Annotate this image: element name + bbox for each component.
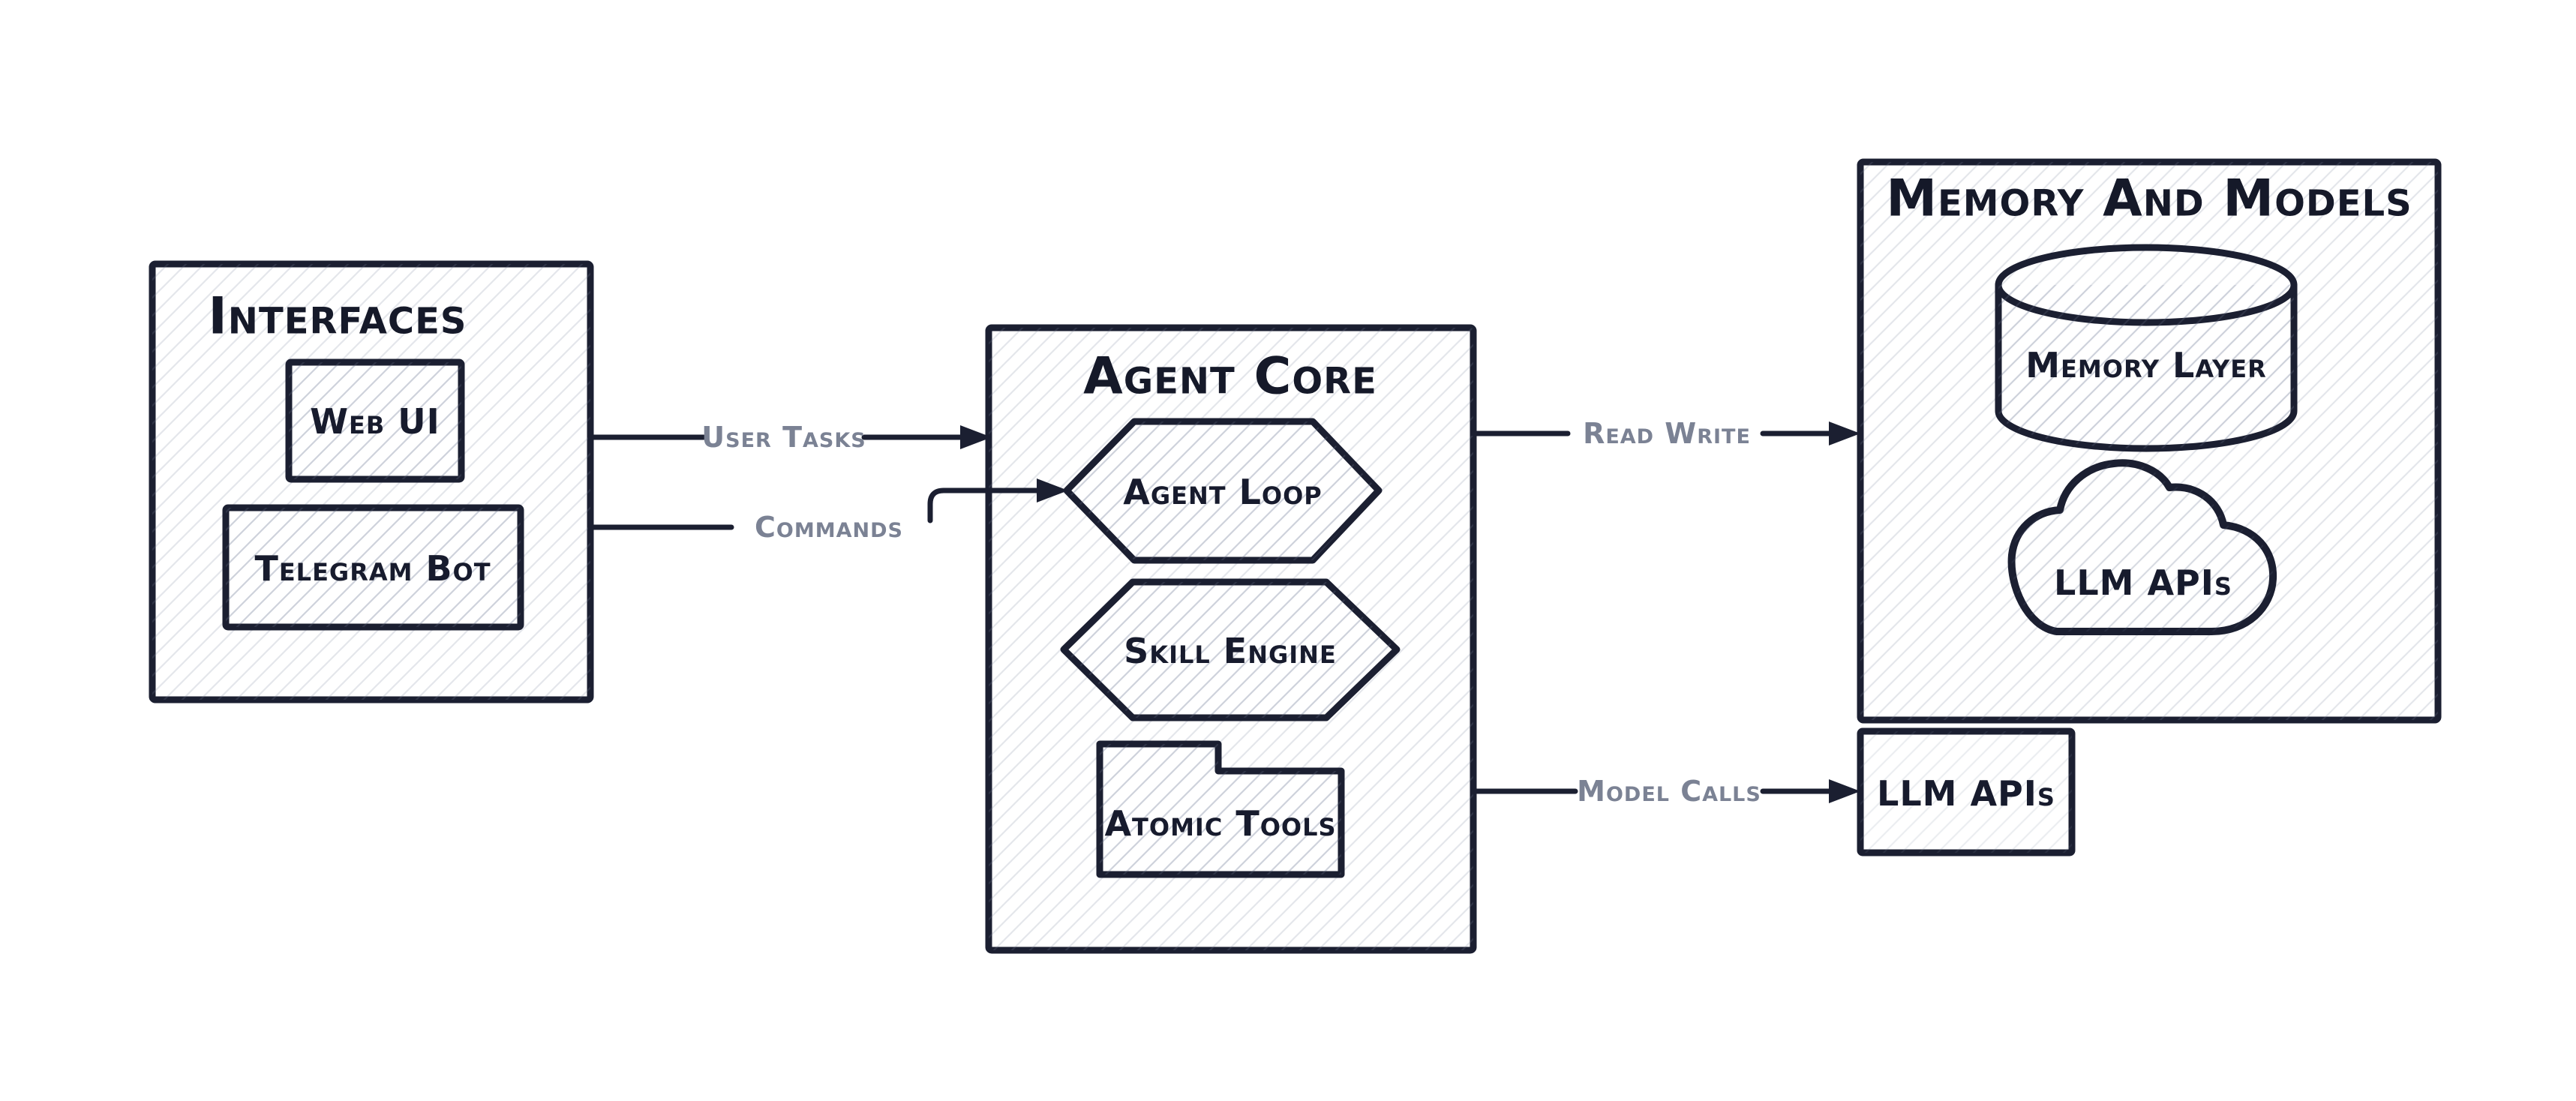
llm-apis-cloud-hatch [2011, 463, 2274, 632]
agent-core-title: Agent Core [1083, 347, 1377, 406]
agent-core-group: Agent Core Agent Loop Skill Engine Atomi… [985, 324, 1477, 954]
edge-model-calls-arrowhead [1829, 779, 1860, 803]
llm-apis-cloud [2007, 459, 2277, 635]
web-ui-label: Web UI [310, 401, 440, 442]
interfaces-group: Interfaces Web UI Telegram Bot [149, 260, 594, 704]
memory-models-group: Memory And Models Memory Layer LLM APIs [1857, 158, 2442, 724]
memory-layer-cylinder-top [1995, 244, 2298, 326]
telegram-bot-label: Telegram Bot [254, 548, 491, 589]
edge-read-write-arrowhead [1829, 422, 1860, 446]
llm-apis-box-node: LLM APIs [1857, 728, 2076, 856]
edge-user-tasks-arrowhead [960, 425, 992, 449]
edge-commands: Commands [587, 478, 1068, 544]
edge-commands-elbow [927, 488, 1041, 524]
memory-models-title: Memory And Models [1886, 170, 2412, 229]
llm-apis-box-label: LLM APIs [1877, 773, 2055, 814]
memory-layer-label: Memory Layer [2025, 345, 2266, 386]
llm-apis-cloud-label: LLM APIs [2054, 562, 2232, 603]
edge-user-tasks-label: User Tasks [701, 421, 866, 454]
edge-commands-arrowhead [1037, 478, 1068, 502]
skill-engine-label: Skill Engine [1124, 631, 1337, 671]
edge-read-write-label: Read Write [1583, 417, 1751, 450]
atomic-tools-label: Atomic Tools [1104, 803, 1336, 844]
edge-user-tasks: User Tasks [587, 421, 992, 454]
edge-model-calls: Model Calls [1470, 775, 1860, 808]
interfaces-title: Interfaces [209, 287, 467, 346]
edge-commands-label: Commands [755, 511, 903, 544]
edge-read-write: Read Write [1470, 417, 1860, 450]
edge-model-calls-label: Model Calls [1577, 775, 1761, 808]
agent-loop-label: Agent Loop [1123, 472, 1323, 512]
